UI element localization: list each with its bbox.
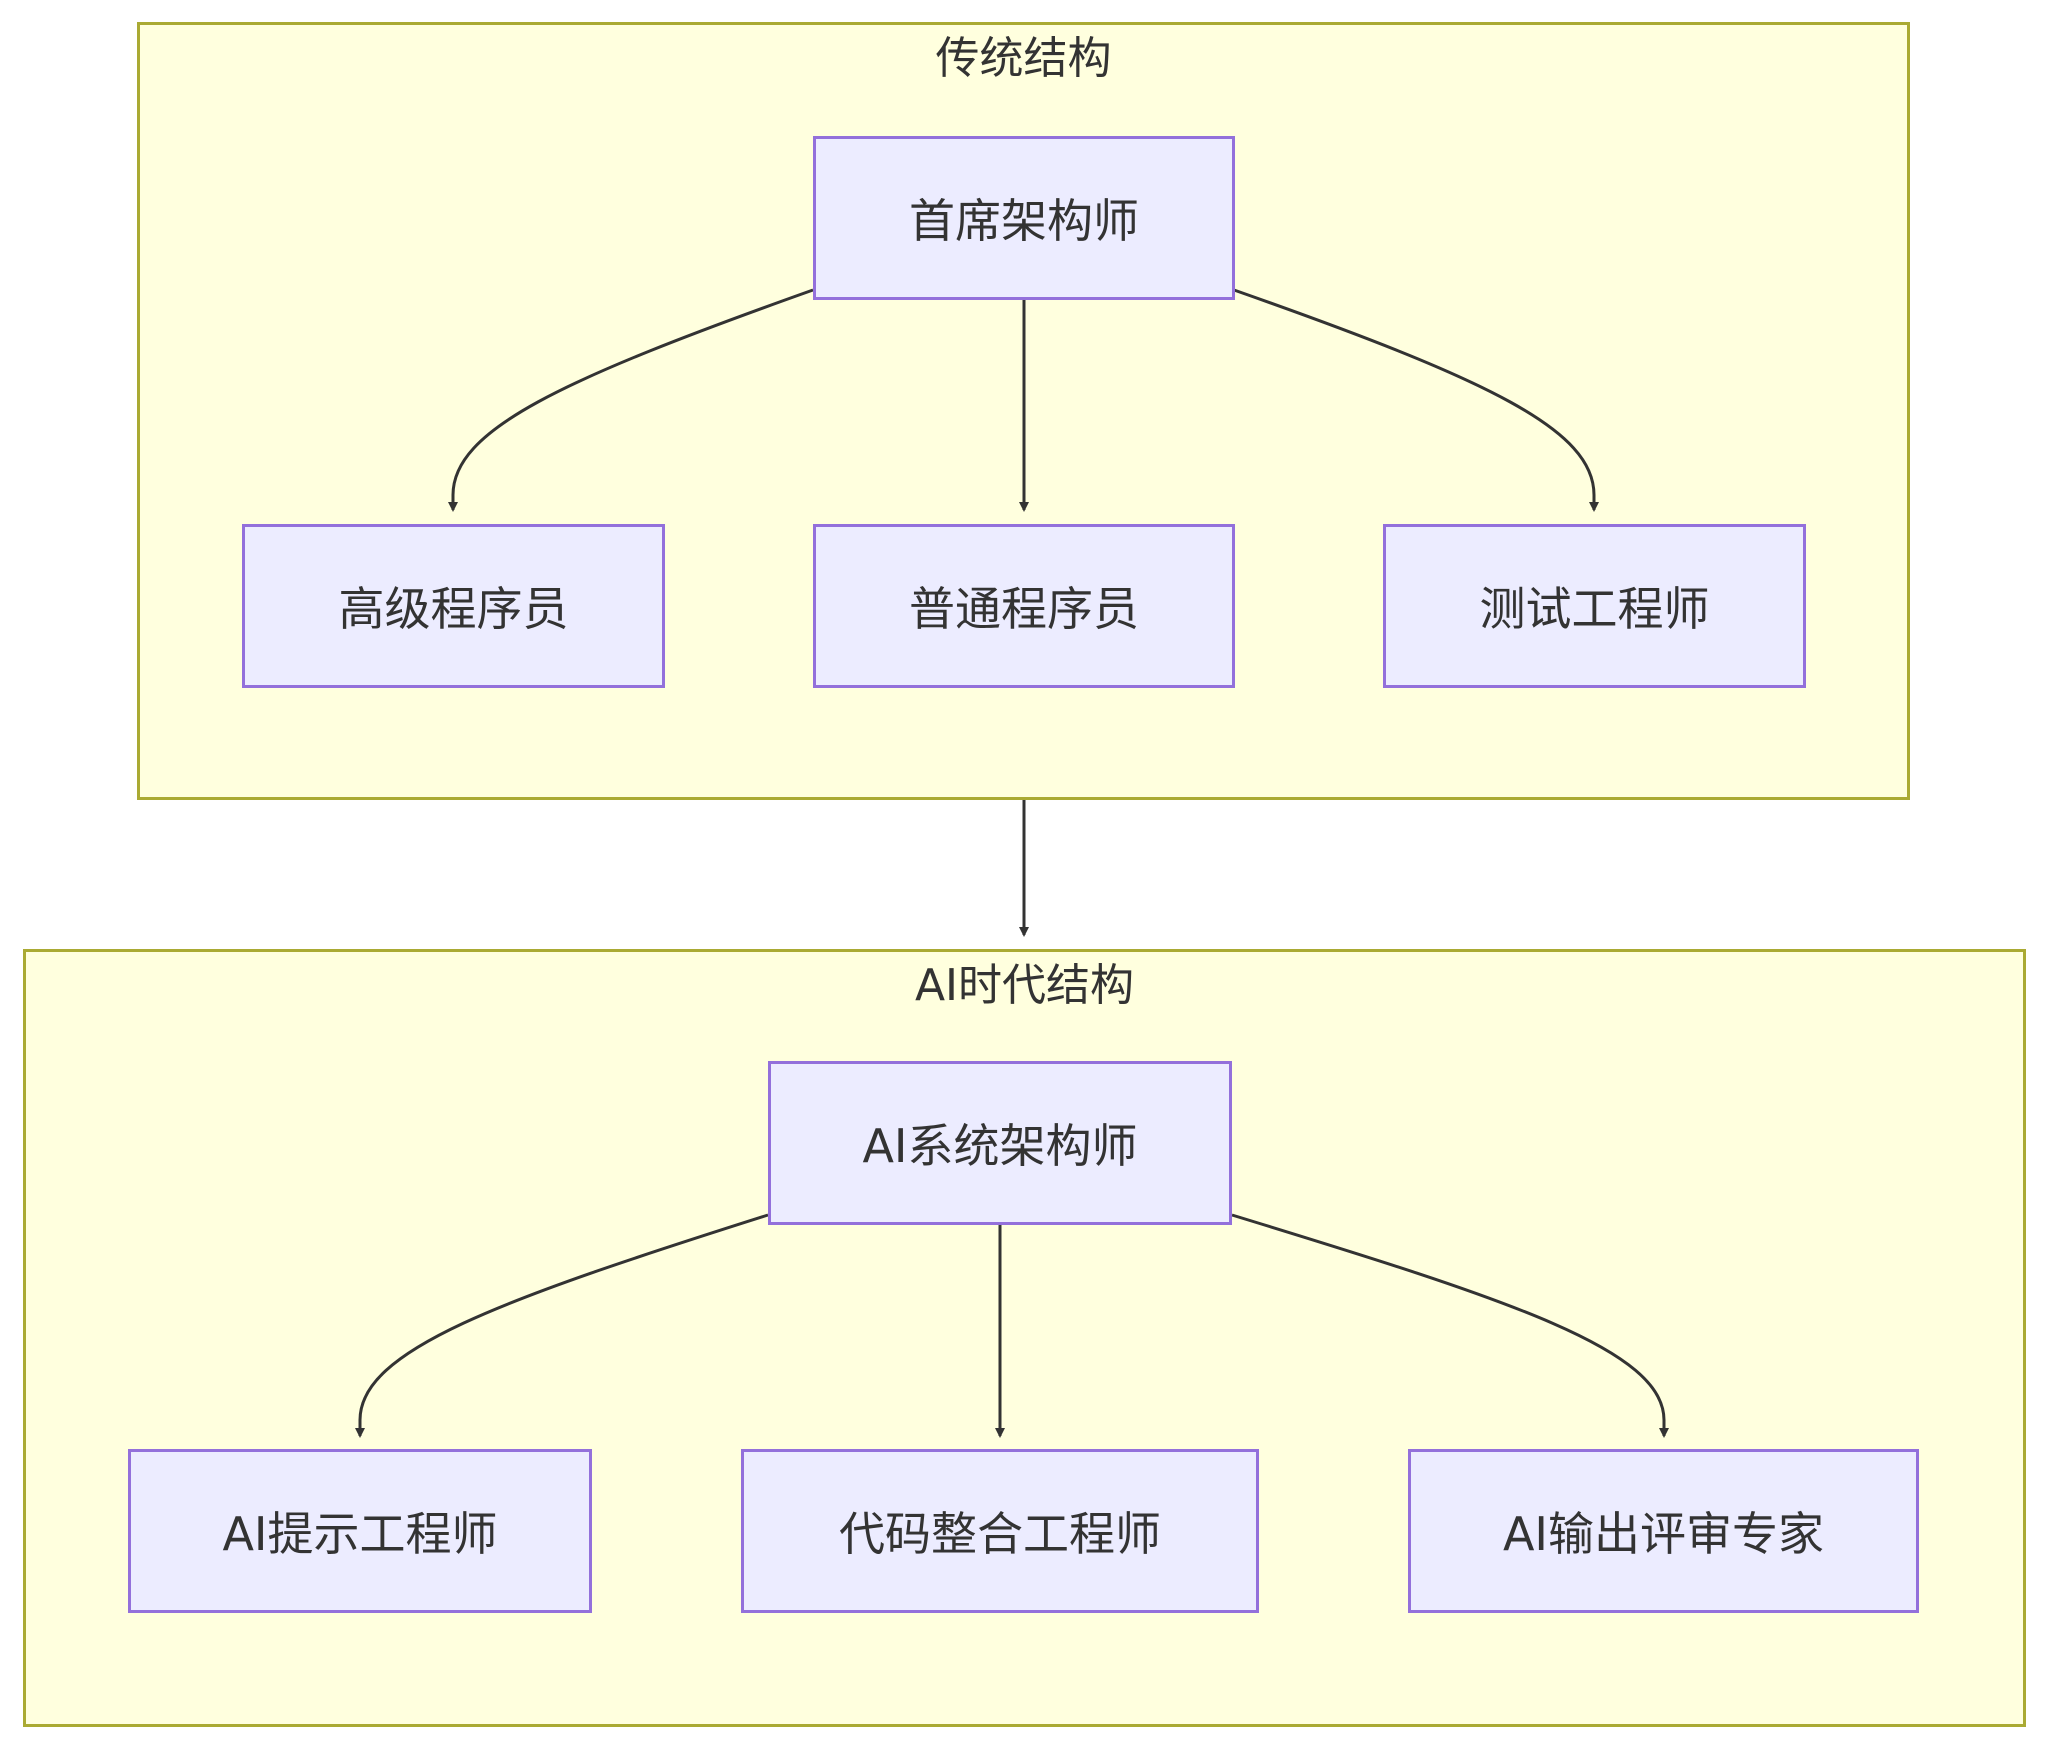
node-chief-architect: 首席架构师 [813,136,1235,300]
node-ai-prompt-engineer: AI提示工程师 [128,1449,592,1613]
group-title-ai: AI时代结构 [914,960,1135,1011]
node-code-integration-engineer: 代码整合工程师 [741,1449,1259,1613]
node-ai-system-architect: AI系统架构师 [768,1061,1232,1225]
node-ai-output-reviewer: AI输出评审专家 [1408,1449,1919,1613]
group-title-traditional: 传统结构 [935,33,1112,84]
node-senior-programmer: 高级程序员 [242,524,665,688]
node-regular-programmer: 普通程序员 [813,524,1235,688]
node-test-engineer: 测试工程师 [1383,524,1806,688]
